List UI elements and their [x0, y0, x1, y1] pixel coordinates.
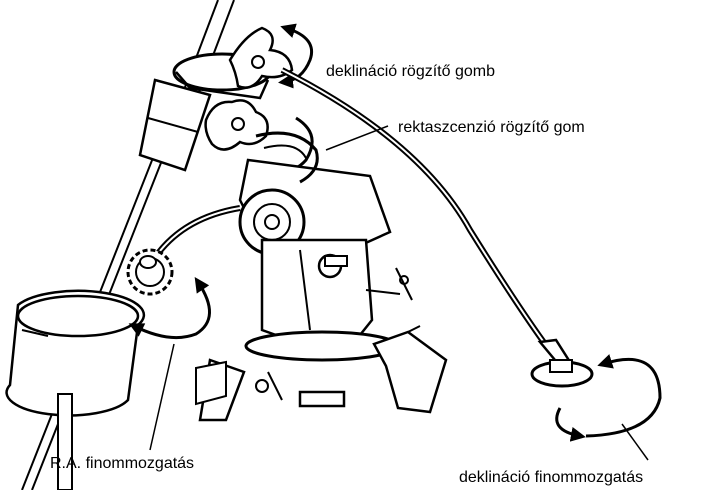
dec-slow-motion-knob: [532, 340, 592, 386]
dec-slow-motion-label: deklináció finommozgatás: [459, 470, 643, 486]
ra-lock-knob-label: rektaszcenzió rögzítő gom: [398, 120, 585, 136]
ra-slow-motion-knob: [128, 250, 172, 294]
dec-lock-knob: [230, 28, 292, 88]
ra-lock-knob: [206, 100, 268, 149]
tripod-head: [196, 326, 446, 420]
mount-head: [240, 133, 390, 254]
ra-slow-motion-cable: [152, 208, 240, 262]
mount-body: [262, 240, 412, 340]
ra-slow-motion-label: R.A. finommozgatás: [50, 456, 194, 472]
dec-lock-knob-label: deklináció rögzítő gomb: [326, 64, 495, 80]
